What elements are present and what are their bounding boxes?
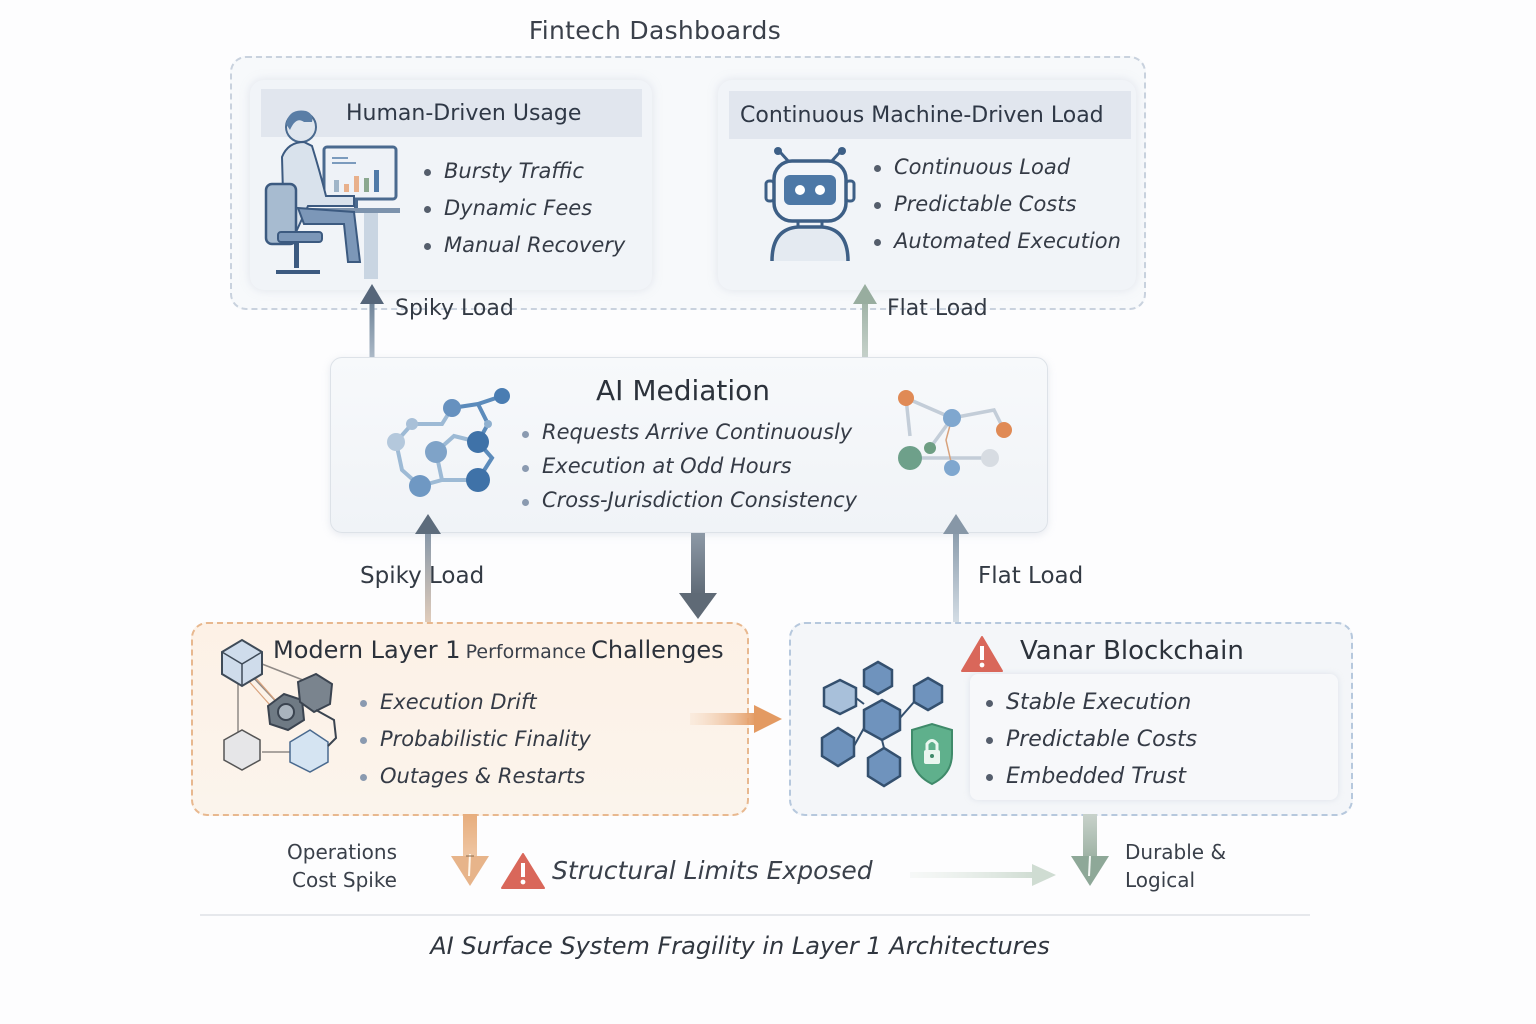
vanar-bullets: Stable Execution Predictable Costs Embed… xyxy=(984,684,1197,795)
down-arrow-to-challenges xyxy=(679,533,717,619)
human-bullets: Bursty Traffic Dynamic Fees Manual Recov… xyxy=(422,153,625,264)
label-line: Durable & xyxy=(1125,840,1227,864)
spiky-load-label-lower: Spiky Load xyxy=(360,563,485,589)
diagram-title: Fintech Dashboards xyxy=(528,16,782,45)
label-line: Logical xyxy=(1125,868,1196,892)
bullet-item: Embedded Trust xyxy=(984,758,1197,795)
bullet-item: Automated Execution xyxy=(872,223,1121,260)
challenges-heading-part3: Challenges xyxy=(591,636,724,664)
spiky-load-lower-arrow xyxy=(415,514,441,624)
vanar-heading: Vanar Blockchain xyxy=(1020,636,1244,666)
bullet-item: Stable Execution xyxy=(984,684,1197,721)
person-at-computer-icon xyxy=(264,110,400,279)
label-line: Cost Spike xyxy=(292,868,397,892)
ai-mediation-heading: AI Mediation xyxy=(596,374,771,407)
warning-triangle-icon xyxy=(961,636,1003,672)
machine-bullets: Continuous Load Predictable Costs Automa… xyxy=(872,149,1121,260)
human-driven-usage-card: Human-Driven Usage Bursty Traffic Dynami… xyxy=(250,80,652,290)
card-heading: Continuous Machine-Driven Load xyxy=(729,91,1131,139)
durable-logical-label: Durable & Logical xyxy=(1125,838,1226,894)
flat-load-label-lower: Flat Load xyxy=(978,563,1084,589)
bullet-item: Manual Recovery xyxy=(422,227,625,264)
card-heading: Human-Driven Usage xyxy=(261,89,642,137)
blockchain-cubes-with-shield-icon xyxy=(820,660,953,788)
challenges-heading: Modern Layer 1 Performance Challenges xyxy=(273,636,724,664)
bullet-item: Predictable Costs xyxy=(984,721,1197,758)
spiky-load-label-upper: Spiky Load xyxy=(395,296,514,321)
bullet-item: Execution at Odd Hours xyxy=(520,449,857,483)
ai-mediation-bullets: Requests Arrive Continuously Execution a… xyxy=(520,415,857,517)
structural-to-durable-arrow xyxy=(910,864,1056,886)
bullet-item: Execution Drift xyxy=(358,684,591,721)
challenges-heading-part2: Performance xyxy=(465,641,586,663)
bullet-item: Requests Arrive Continuously xyxy=(520,415,857,449)
robot-icon xyxy=(764,147,856,262)
durable-down-arrow xyxy=(1071,814,1109,886)
structural-limits-label: Structural Limits Exposed xyxy=(552,856,873,885)
node-graph-icon xyxy=(898,390,1012,476)
machine-driven-load-card: Continuous Machine-Driven Load Continuou… xyxy=(718,80,1136,290)
challenges-to-vanar-arrow xyxy=(690,705,782,733)
broken-blockchain-icon xyxy=(221,638,338,773)
bullet-item: Probabilistic Finality xyxy=(358,721,591,758)
neural-network-icon xyxy=(387,388,510,497)
challenges-bullets: Execution Drift Probabilistic Finality O… xyxy=(358,684,591,795)
vanar-bullets-panel xyxy=(970,674,1338,800)
cost-spike-down-arrow xyxy=(451,814,489,886)
bullet-item: Cross-Jurisdiction Consistency xyxy=(520,483,857,517)
flat-load-up-arrow xyxy=(853,284,877,400)
bullet-item: Outages & Restarts xyxy=(358,758,591,795)
bullet-item: Continuous Load xyxy=(872,149,1121,186)
flat-load-label-upper: Flat Load xyxy=(887,296,988,321)
label-line: Operations xyxy=(287,840,397,864)
operations-cost-spike-label: Operations Cost Spike xyxy=(276,838,397,894)
bullet-item: Dynamic Fees xyxy=(422,190,625,227)
diagram-footer-caption: AI Surface System Fragility in Layer 1 A… xyxy=(430,932,1050,960)
bullet-item: Predictable Costs xyxy=(872,186,1121,223)
warning-triangle-icon xyxy=(501,853,545,889)
divider xyxy=(200,914,1310,916)
challenges-heading-part1: Modern Layer 1 xyxy=(273,636,461,664)
bullet-item: Bursty Traffic xyxy=(422,153,625,190)
flat-load-lower-arrow xyxy=(943,514,969,624)
